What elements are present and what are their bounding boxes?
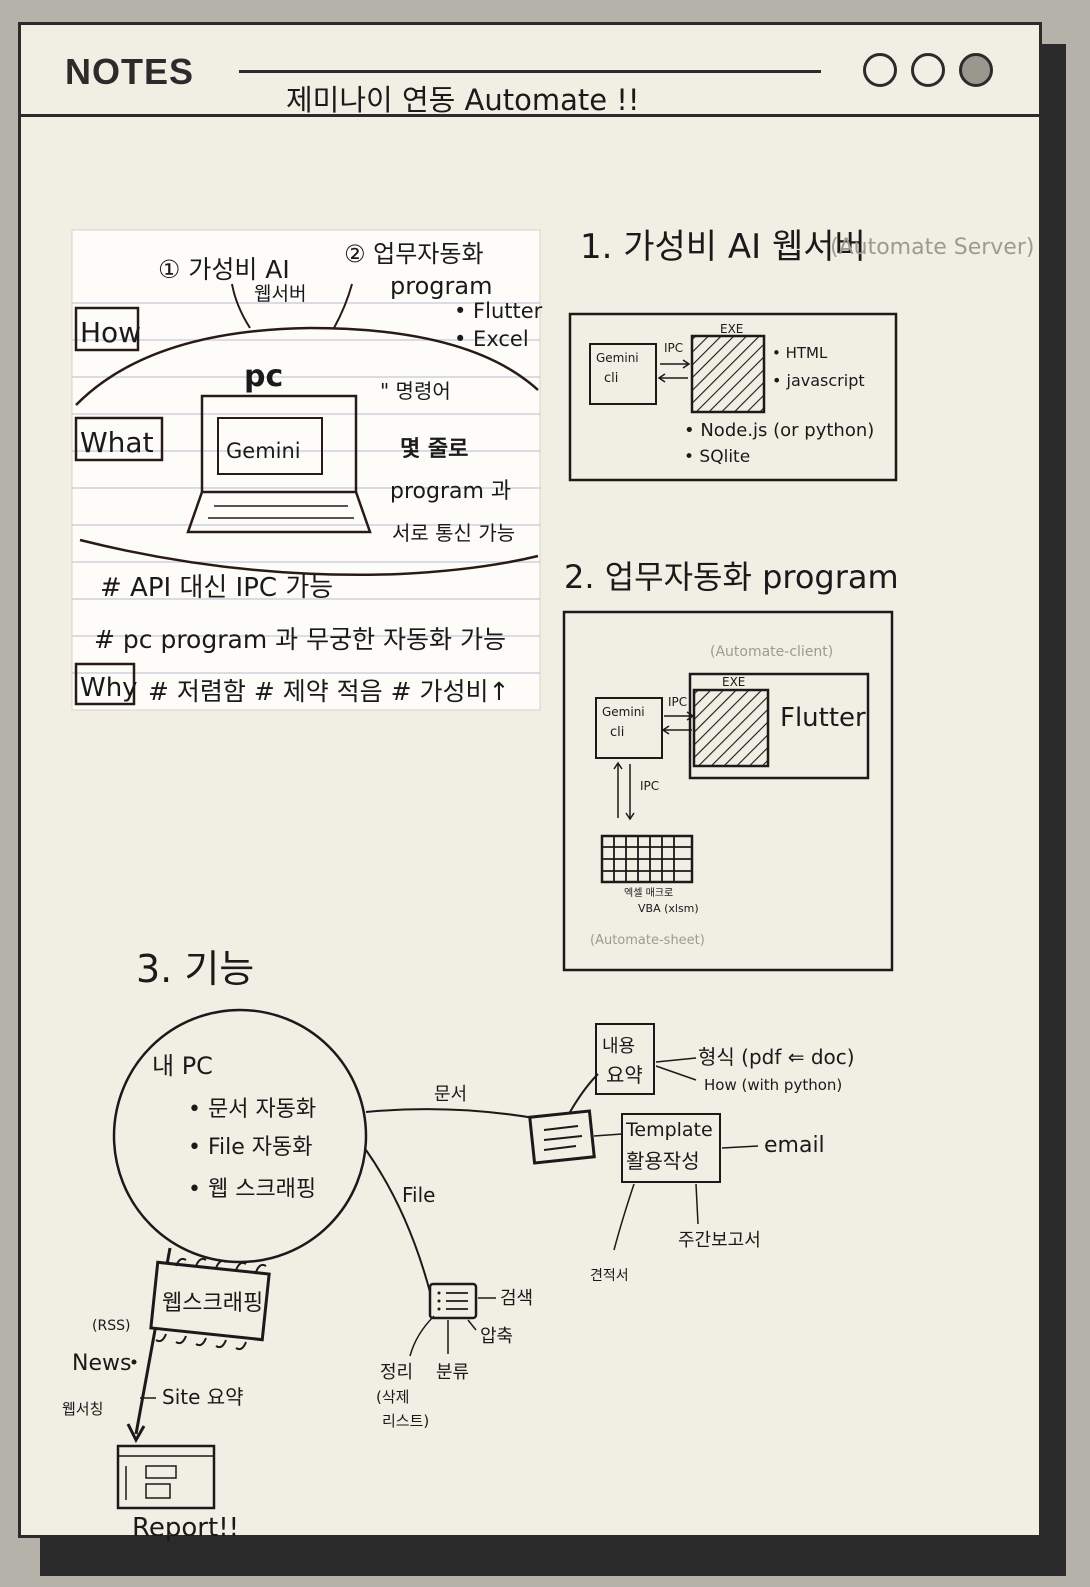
laptop-screen [200, 394, 358, 494]
section2-sheet-label: (Automate-sheet) [590, 933, 705, 948]
tag-what-box [74, 416, 164, 462]
tag-how: How [80, 316, 141, 349]
scraping-label: 웹스크래핑 [162, 1291, 263, 1316]
photo-hash-1: # API 대신 IPC 가능 [100, 573, 333, 603]
file-compress: 압축 [480, 1326, 513, 1347]
scraping-rss: (RSS) [92, 1318, 130, 1334]
section1-bullet-html: • HTML [772, 344, 828, 362]
section2-exe-box [692, 688, 770, 768]
window-circle-3[interactable] [959, 53, 993, 87]
section2-client-box [688, 672, 870, 780]
header-divider [239, 70, 821, 73]
section1-bullet-sqlite: • SQlite [684, 447, 750, 467]
summary-label-1: 내용 [602, 1036, 635, 1057]
report-label: Report!! [132, 1513, 239, 1543]
summary-box [595, 1023, 655, 1095]
photo-bullet-excel: • Excel [454, 327, 529, 351]
section1-title: 1. 가성비 AI 웹서버 [580, 227, 866, 267]
template-weekly: 주간보고서 [678, 1230, 761, 1251]
photo-item2: ② 업무자동화 [344, 240, 484, 268]
photo-note-2: 몇 줄로 [400, 437, 468, 462]
summary-how: How (with python) [704, 1076, 842, 1094]
section2-excel-label-1: 엑셀 매크로 [624, 887, 673, 899]
template-label-2: 활용작성 [626, 1149, 700, 1173]
section3-title: 3. 기능 [136, 947, 254, 991]
excel-grid-icon [600, 834, 694, 884]
summary-label-2: 요약 [606, 1063, 643, 1087]
section2-box [562, 610, 894, 972]
template-box [621, 1113, 721, 1183]
file-organize-2: (삭제 [376, 1388, 409, 1406]
edge-doc-label: 문서 [434, 1084, 467, 1105]
section2-title: 2. 업무자동화 program [564, 558, 899, 596]
section2-flutter: Flutter [780, 703, 866, 733]
section2-gemini-label: Gemini [602, 705, 645, 719]
file-classify: 분류 [436, 1362, 469, 1383]
my-pc-item-scrape: • 웹 스크래핑 [188, 1177, 316, 1202]
section1-exe-box [690, 334, 766, 414]
scraping-site-summary: Site 요약 [162, 1385, 244, 1409]
section2-excel-label-2: VBA (xlsm) [638, 902, 699, 915]
tag-why: Why [80, 673, 138, 703]
my-pc-item-file: • File 자동화 [188, 1135, 313, 1160]
section1-exe: EXE [720, 322, 743, 336]
scraping-bug-icon [149, 1257, 271, 1351]
scraping-websearch: 웹서칭 [62, 1400, 103, 1418]
photo-pc-label: pc [244, 359, 283, 394]
document-icon [528, 1109, 596, 1165]
photo-note-4: 서로 통신 가능 [392, 521, 515, 545]
scraping-news: News [72, 1351, 131, 1376]
section1-gemini-label: Gemini [596, 351, 639, 365]
section1-ipc: IPC [664, 341, 683, 355]
my-pc-title: 내 PC [152, 1052, 213, 1080]
photo-item1-sub: 웹서버 [254, 283, 306, 305]
section2-cli-label: cli [610, 725, 624, 740]
photo-note-1: " 명령어 [380, 379, 451, 403]
notes-header: NOTES [21, 25, 1039, 117]
section2-gemini-box [595, 697, 663, 759]
notes-subtitle: 제미나이 연동 Automate !! [286, 83, 640, 117]
photo-sketch: ① 가성비 AI 웹서버 ② 업무자동화 program • Flutter •… [71, 229, 543, 711]
photo-hash-3: # 저렴함 # 제약 적음 # 가성비↑ [148, 677, 509, 706]
tag-how-box [74, 306, 140, 352]
photo-gemini: Gemini [226, 439, 301, 463]
file-search: 검색 [500, 1288, 533, 1309]
template-estimate: 견적서 [590, 1268, 629, 1284]
section2-ipc: IPC [668, 695, 687, 709]
section1-cli-label: cli [604, 371, 618, 386]
file-list-icon [428, 1282, 478, 1320]
template-email: email [764, 1133, 825, 1158]
gemini-window [217, 417, 323, 475]
window-circle-1[interactable] [863, 53, 897, 87]
section1-bullet-js: • javascript [772, 371, 865, 390]
section1-gemini-box [589, 343, 657, 405]
photo-note-3: program 과 [390, 479, 511, 504]
section2-ipc-vertical: IPC [640, 779, 659, 793]
photo-item1: ① 가성비 AI [158, 255, 290, 284]
template-label-1: Template [625, 1119, 713, 1141]
notes-title: NOTES [65, 51, 195, 92]
window-circle-2[interactable] [911, 53, 945, 87]
file-organize-1: 정리 [380, 1362, 413, 1383]
section1-subtitle: (Automate Server) [830, 235, 1034, 260]
tag-what: What [80, 426, 154, 459]
edge-file-label: File [402, 1183, 435, 1207]
my-pc-item-doc: • 문서 자동화 [188, 1097, 316, 1122]
section2-client-label: (Automate-client) [710, 644, 833, 660]
photo-item2-sub: program [390, 272, 492, 300]
section2-exe: EXE [722, 675, 745, 689]
summary-format: 형식 (pdf ⇐ doc) [698, 1045, 855, 1069]
section1-box [568, 312, 898, 482]
photo-hash-2: # pc program 과 무궁한 자동화 가능 [94, 625, 506, 654]
file-organize-3: 리스트) [382, 1412, 429, 1430]
photo-bullet-flutter: • Flutter [454, 299, 543, 323]
laptop-base [186, 491, 372, 534]
section1-bullet-node: • Node.js (or python) [684, 420, 874, 441]
tag-why-box [74, 662, 136, 706]
report-icon [116, 1444, 216, 1510]
my-pc-circle [112, 1008, 368, 1264]
